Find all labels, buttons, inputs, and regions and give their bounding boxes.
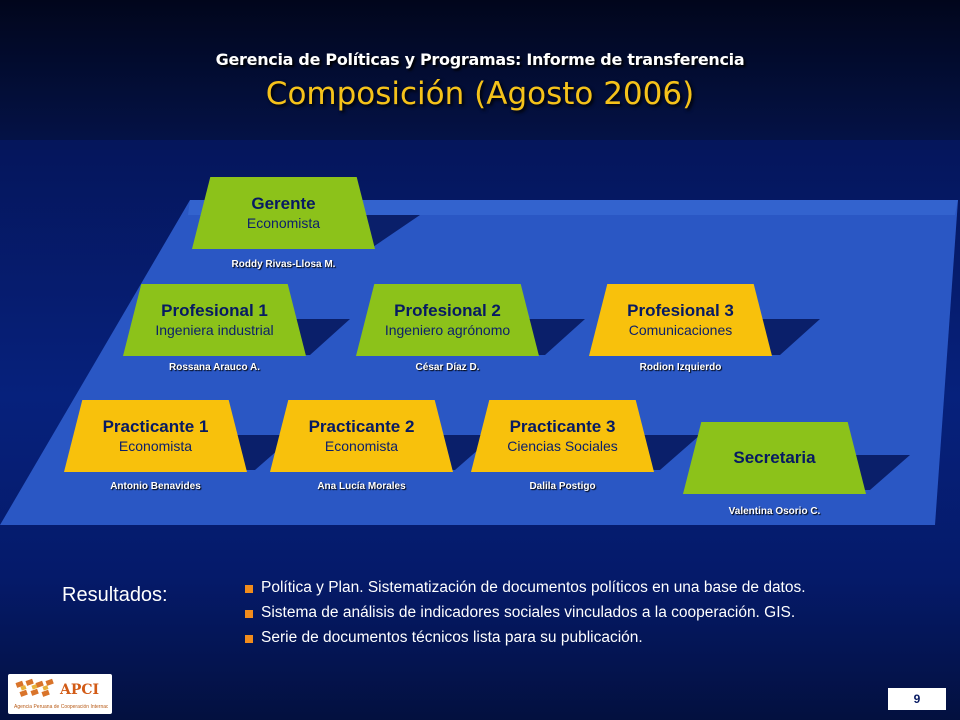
practicante-2-role: Practicante 2 [308, 417, 415, 436]
box-practicante-1: Practicante 1 Economista [64, 400, 247, 472]
profesional-2-person: César Díaz D. [415, 362, 480, 373]
bullet-square-icon [245, 585, 253, 593]
bullet-square-icon [245, 635, 253, 643]
profesional-1-role: Profesional 1 [161, 301, 268, 320]
list-item: Sistema de análisis de indicadores socia… [244, 603, 944, 628]
practicante-3-person: Dalila Postigo [529, 481, 596, 492]
practicante-2-desc: Economista [324, 438, 399, 454]
box-gerente: Gerente Economista [192, 177, 375, 249]
practicante-2-person: Ana Lucía Morales [317, 481, 406, 492]
box-practicante-2: Practicante 2 Economista [270, 400, 453, 472]
profesional-2-role: Profesional 2 [394, 301, 501, 320]
profesional-3-desc: Comunicaciones [628, 322, 733, 338]
secretaria-person: Valentina Osorio C. [728, 506, 821, 517]
box-practicante-3: Practicante 3 Ciencias Sociales [471, 400, 654, 472]
secretaria-role: Secretaria [733, 448, 816, 467]
box-profesional-3: Profesional 3 Comunicaciones [589, 284, 772, 356]
box-profesional-1: Profesional 1 Ingeniera industrial [123, 284, 306, 356]
box-secretaria: Secretaria [683, 422, 866, 494]
apci-logo: APCI Agencia Peruana de Cooperación Inte… [8, 674, 112, 714]
gerente-person: Roddy Rivas-Llosa M. [231, 259, 336, 270]
slide-subtitle: Gerencia de Políticas y Programas: Infor… [215, 50, 745, 69]
bullet-square-icon [245, 610, 253, 618]
profesional-1-person: Rossana Arauco A. [169, 362, 260, 373]
page-number: 9 [888, 688, 946, 710]
list-item: Política y Plan. Sistematización de docu… [244, 578, 944, 603]
result-text-2: Sistema de análisis de indicadores socia… [261, 604, 796, 621]
profesional-1-desc: Ingeniera industrial [155, 322, 274, 338]
gerente-desc: Economista [246, 215, 321, 231]
practicante-3-desc: Ciencias Sociales [507, 438, 618, 454]
practicante-1-person: Antonio Benavides [110, 481, 201, 492]
list-item: Serie de documentos técnicos lista para … [244, 628, 944, 653]
results-label: Resultados: [62, 584, 168, 606]
profesional-2-desc: Ingeniero agrónomo [384, 322, 511, 338]
practicante-1-role: Practicante 1 [102, 417, 209, 436]
result-text-1: Política y Plan. Sistematización de docu… [261, 579, 806, 596]
practicante-3-role: Practicante 3 [509, 417, 616, 436]
practicante-1-desc: Economista [118, 438, 193, 454]
logo-text: APCI [60, 682, 100, 698]
gerente-role: Gerente [251, 194, 316, 213]
profesional-3-person: Rodion Izquierdo [639, 362, 722, 373]
result-text-3: Serie de documentos técnicos lista para … [261, 629, 643, 646]
results-list: Política y Plan. Sistematización de docu… [244, 578, 944, 653]
logo-tagline: Agencia Peruana de Cooperación Internaci… [14, 704, 108, 710]
header-band [0, 0, 960, 140]
apci-emblem-icon [15, 678, 54, 697]
box-profesional-2: Profesional 2 Ingeniero agrónomo [356, 284, 539, 356]
slide-title: Composición (Agosto 2006) [265, 76, 695, 112]
profesional-3-role: Profesional 3 [627, 301, 734, 320]
